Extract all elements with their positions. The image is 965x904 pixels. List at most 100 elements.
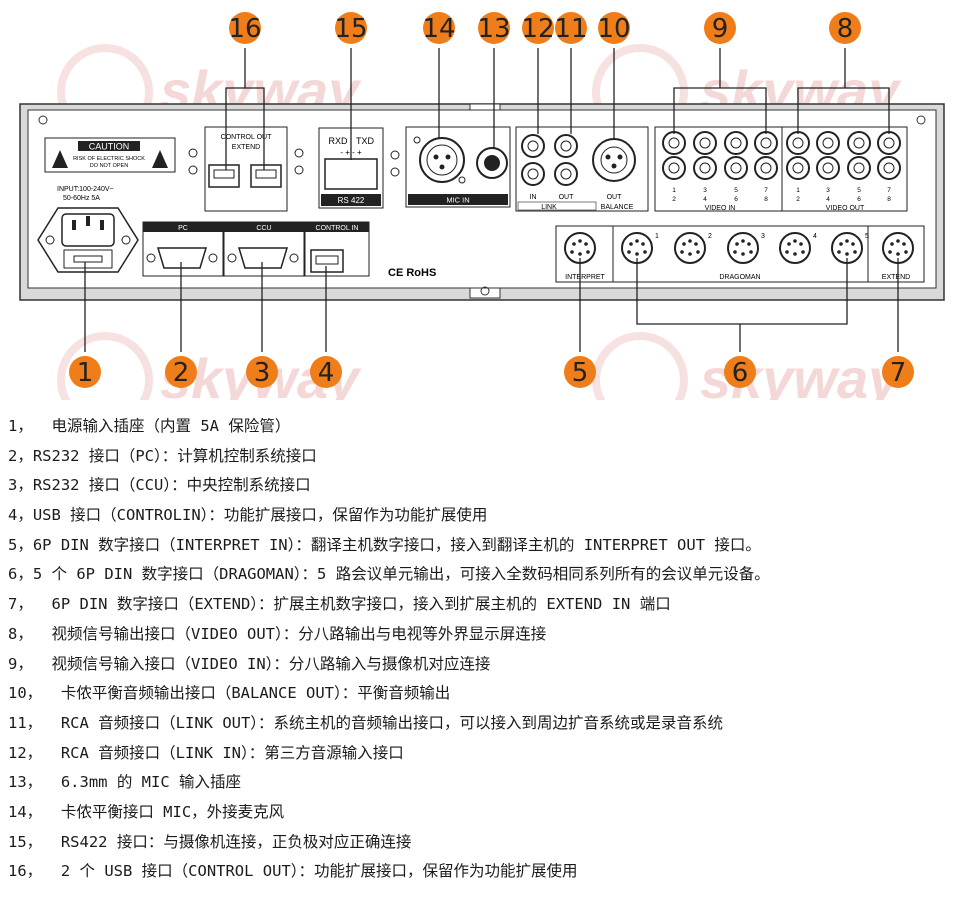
callout-number: 4 [318,358,335,388]
din-pin [578,252,582,256]
din-pin [696,250,700,254]
callout-circle [246,356,278,388]
input-rating-line2: 50-60Hz 5A [63,195,100,202]
jack-center [822,137,834,149]
jack-center [822,162,834,174]
rs422-terminal: RXD TXD - + - + RS 422 [318,127,384,209]
din-6p-socket [779,232,811,264]
caution-line2: DO NOT OPEN [90,163,128,169]
din-pin [839,242,843,246]
din-pin [694,242,698,246]
control-in-label: CONTROL IN [316,225,359,232]
din-6p-socket [674,232,706,264]
control-out-label: CONTROL OUT [221,134,272,141]
callout-circle [882,356,914,388]
din-pin [584,242,588,246]
control-out-usb-group: CONTROL OUT EXTEND [204,126,288,212]
video-channel-number: 5 [857,187,861,194]
din-pin [627,250,631,254]
video-channel-number: 3 [826,187,830,194]
callout-circle [598,12,630,44]
video-in-label: VIDEO IN [705,205,736,212]
legend-item: 5，6P DIN 数字接口（INTERPRET IN）：翻译主机数字接口，接入到… [8,535,761,554]
legend-item: 14， 卡侬平衡接口 MIC，外接麦克风 [8,802,285,821]
din-pin [747,242,751,246]
legend-item: 10， 卡侬平衡音频输出接口（BALANCE OUT）：平衡音频输出 [8,684,451,703]
callout-circle [310,356,342,388]
serial-usb-group: PC CCU CONTROL IN [142,221,370,277]
din-pin [682,242,686,246]
jack-center [792,137,804,149]
din-number: 3 [761,233,765,240]
video-channel-number: 8 [887,196,891,203]
callout-circle [335,12,367,44]
video-channel-number: 7 [887,187,891,194]
mic-in-label: MIC IN [446,196,469,205]
din-pin [902,242,906,246]
din-pin [643,250,647,254]
jack-center [699,162,711,174]
din-pin [896,239,900,243]
din-number: 1 [655,233,659,240]
din-pin [785,250,789,254]
legend-item: 12， RCA 音频接口（LINK IN）：第三方音源输入接口 [8,743,404,762]
din-pin [641,242,645,246]
din-pin [735,242,739,246]
din-number: 4 [813,233,817,240]
din-pin [578,239,582,243]
din-pin [904,250,908,254]
din-pin [749,250,753,254]
link-balance-group: IN OUT OUT LINK BALANCE [515,126,649,212]
din-pin [635,252,639,256]
din-pin [688,252,692,256]
jack-center [699,137,711,149]
din-pin [629,242,633,246]
din-pin [733,250,737,254]
callout-circle [69,356,101,388]
callout-number: 3 [254,358,271,388]
extend-din-label: EXTEND [882,274,910,281]
callout-number: 9 [712,14,729,44]
video-channel-number: 8 [764,196,768,203]
jack-center [760,162,772,174]
din-pin [801,250,805,254]
jack-center [853,162,865,174]
legend-item: 11， RCA 音频接口（LINK OUT）：系统主机的音频输出接口，可以接入到… [8,713,724,732]
callout-circle [423,12,455,44]
link-label: LINK [541,204,557,211]
jack-center [853,137,865,149]
callout-circle [478,12,510,44]
din-pin [787,242,791,246]
callout-number: 12 [521,14,554,44]
callout-number: 15 [334,14,367,44]
mic-in-group: MIC IN [405,126,511,208]
din-pin [586,250,590,254]
legend-item: 7， 6P DIN 数字接口（EXTEND）：扩展主机数字接口，接入到扩展主机的… [8,595,671,614]
rs422-label: RS 422 [338,196,365,205]
callout-circle [522,12,554,44]
legend-item: 6，5 个 6P DIN 数字接口（DRAGOMAN）：5 路会议单元输出，可接… [8,565,770,584]
din-pin [845,252,849,256]
din-pin [680,250,684,254]
callout-number: 7 [890,358,907,388]
balance-out-label: OUT [607,194,623,201]
caution-title: CAUTION [89,142,130,152]
video-channel-number: 1 [796,187,800,194]
video-channel-number: 6 [857,196,861,203]
video-channel-number: 4 [703,196,707,203]
video-channel-number: 2 [672,196,676,203]
din-pin [851,242,855,246]
callout-number: 10 [597,14,630,44]
video-channel-number: 3 [703,187,707,194]
jack-center [883,137,895,149]
legend-item: 4，USB 接口（CONTROLIN）：功能扩展接口，保留作为功能扩展使用 [8,506,488,525]
jack-center [730,137,742,149]
callout-number: 16 [228,14,261,44]
legend-item: 8， 视频信号输出接口（VIDEO OUT）：分八路输出与电视等外界显示屏连接 [8,624,547,643]
jack-center [760,137,772,149]
callout-circle [555,12,587,44]
video-channel-number: 1 [672,187,676,194]
legend-item: 9， 视频信号输入接口（VIDEO IN）：分八路输入与摄像机对应连接 [8,654,491,673]
